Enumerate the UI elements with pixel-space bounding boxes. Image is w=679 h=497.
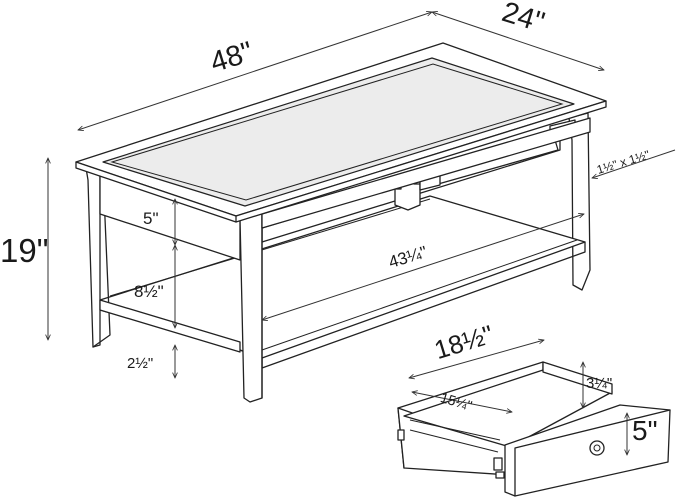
front-left-leg: [85, 167, 101, 348]
drawer-knob: [589, 440, 605, 456]
label-shelf-clearance: 8½": [134, 282, 164, 301]
front-right-leg: [239, 213, 263, 403]
label-table-depth: 24": [498, 0, 548, 39]
label-table-height: 19": [0, 232, 48, 269]
drawer-drawing: [397, 361, 671, 497]
label-shelf-to-floor: 2½": [127, 355, 153, 372]
label-drawer-opening-height: 5": [143, 209, 159, 228]
back-right-leg: [568, 112, 591, 291]
label-leg-size: 1½" x 1½": [595, 147, 651, 176]
drawer-dimension-lines: [409, 340, 627, 455]
label-drawer-width: 18½": [431, 319, 497, 365]
label-drawer-inner-height: 3¼": [586, 375, 612, 392]
table-dimension-lines: [48, 12, 676, 378]
label-drawer-height: 5": [632, 415, 658, 446]
